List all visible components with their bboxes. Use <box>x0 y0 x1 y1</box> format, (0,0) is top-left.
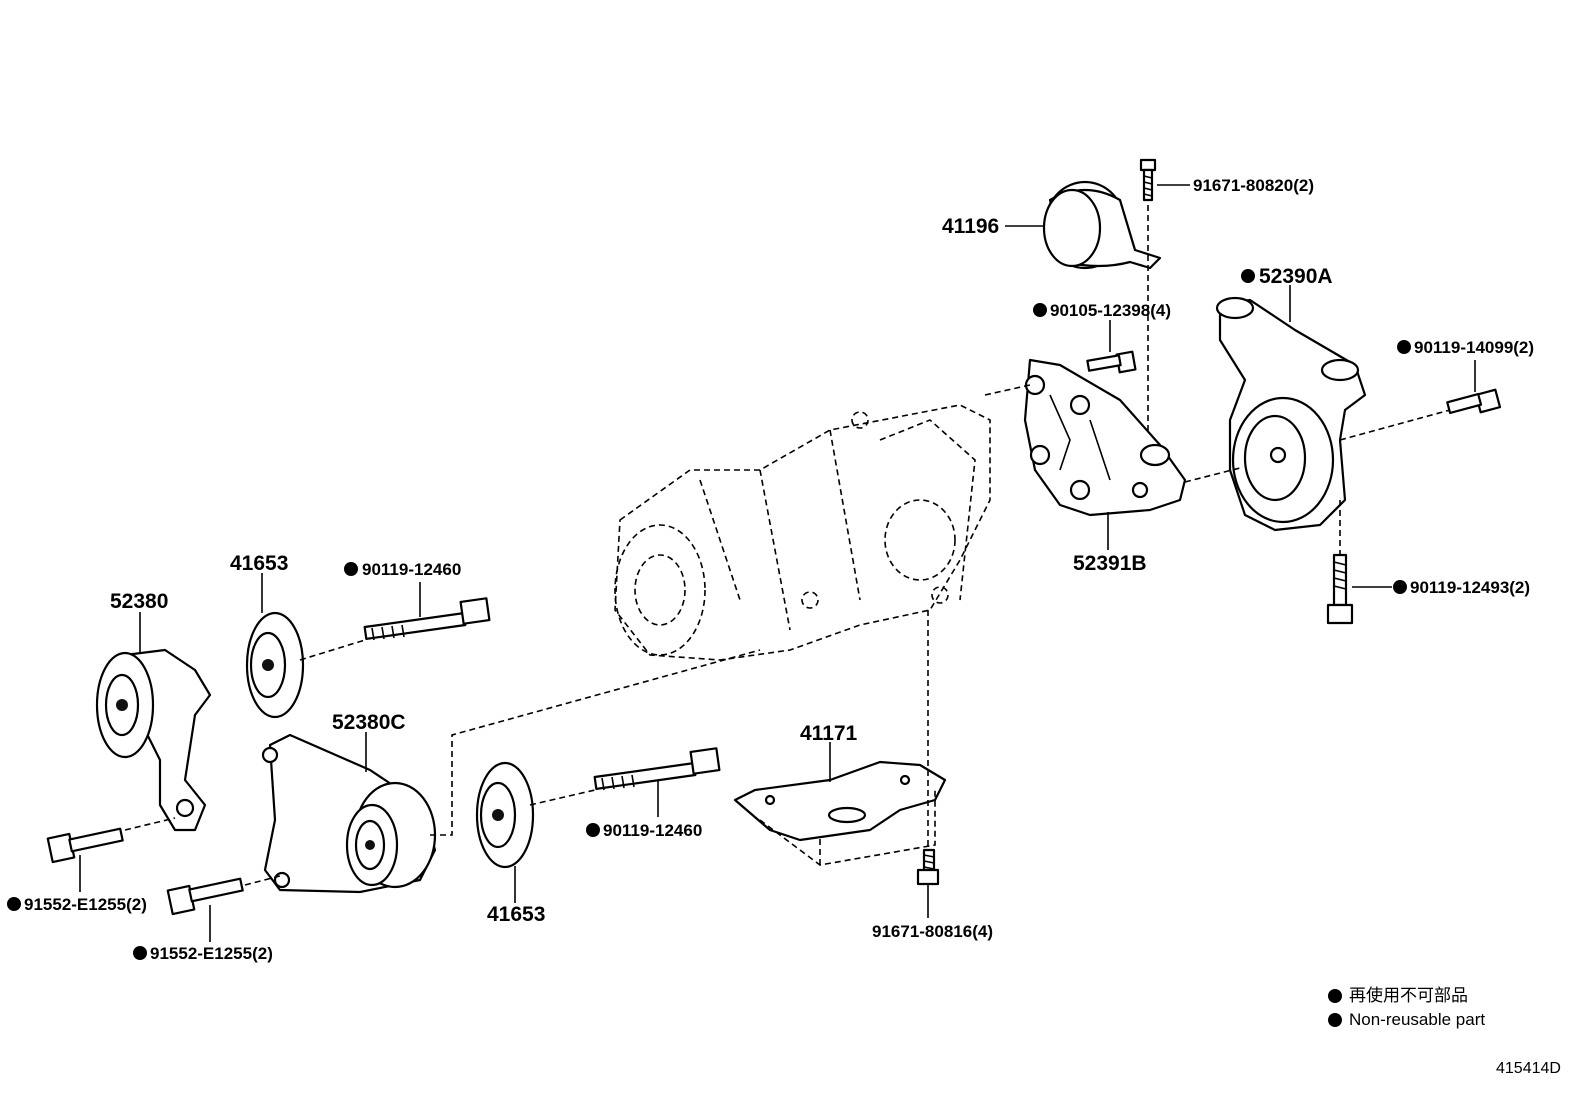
differential-housing <box>614 404 991 661</box>
mount-52390A <box>1215 296 1367 532</box>
non-reusable-marker <box>133 946 147 960</box>
legend-dot <box>1328 989 1342 1003</box>
bolt-90119-14099 <box>1446 388 1502 415</box>
label-41171: 41171 <box>800 722 858 745</box>
label-41196: 41196 <box>942 215 999 238</box>
bolt-90119-12460-bottom <box>593 747 721 791</box>
legend-row-jp: 再使用不可部品 <box>1328 984 1485 1008</box>
non-reusable-marker <box>7 897 21 911</box>
bolt-91671-80816 <box>916 848 940 886</box>
dash-91552-b <box>244 875 281 886</box>
non-reusable-marker <box>1033 303 1047 317</box>
cover-41171 <box>733 760 947 866</box>
dash-41653-top <box>299 639 366 661</box>
dash-52380C <box>430 649 761 836</box>
dash-52391B <box>984 384 1031 396</box>
label-90105-12398: 90105-12398(4) <box>1050 301 1171 320</box>
washer-41653-top <box>245 611 305 719</box>
label-90119-14099: 90119-14099(2) <box>1414 338 1534 357</box>
dash-41653-bottom <box>529 789 596 806</box>
bolt-91552-E1255-a <box>46 827 124 864</box>
label-91671-80816: 91671-80816(4) <box>872 922 993 941</box>
non-reusable-marker <box>586 823 600 837</box>
dash-91552-a <box>124 817 176 831</box>
washer-41653-bottom <box>475 761 535 869</box>
label-91671-80820: 91671-80820(2) <box>1193 176 1314 195</box>
non-reusable-marker <box>1397 340 1411 354</box>
non-reusable-marker <box>344 562 358 576</box>
legend-dot <box>1328 1013 1342 1027</box>
bracket-52380C <box>261 733 437 894</box>
label-41653-bottom: 41653 <box>487 903 545 926</box>
label-52380: 52380 <box>110 590 168 613</box>
dash-52390A-b <box>1339 409 1451 441</box>
diagram-code: 415414D <box>1496 1060 1561 1077</box>
dynamic-damper-41196 <box>1042 180 1162 270</box>
non-reusable-marker <box>1241 269 1255 283</box>
label-90119-12460-bottom: 90119-12460 <box>603 821 702 840</box>
legend: 再使用不可部品 Non-reusable part <box>1328 984 1485 1032</box>
bolt-90105-12398 <box>1086 350 1137 374</box>
label-91552-E1255-a: 91552-E1255(2) <box>24 895 147 914</box>
label-41653-top: 41653 <box>230 552 288 575</box>
label-90119-12460-top: 90119-12460 <box>362 560 461 579</box>
label-52380C: 52380C <box>332 711 406 734</box>
legend-text-en: Non-reusable part <box>1349 1010 1486 1029</box>
label-52391B: 52391B <box>1073 552 1147 575</box>
legend-text-jp: 再使用不可部品 <box>1349 986 1468 1005</box>
legend-row-en: Non-reusable part <box>1328 1008 1485 1032</box>
bolt-90119-12493 <box>1326 553 1354 625</box>
bracket-52391B <box>1023 358 1187 517</box>
label-90119-12493: 90119-12493(2) <box>1410 578 1530 597</box>
bolt-90119-12460-top <box>363 597 491 641</box>
bolt-91671-80820 <box>1139 158 1157 202</box>
bolt-91552-E1255-b <box>166 877 244 916</box>
label-52390A: 52390A <box>1259 265 1333 288</box>
label-91552-E1255-b: 91552-E1255(2) <box>150 944 273 963</box>
non-reusable-marker <box>1393 580 1407 594</box>
mount-52380 <box>95 648 212 832</box>
